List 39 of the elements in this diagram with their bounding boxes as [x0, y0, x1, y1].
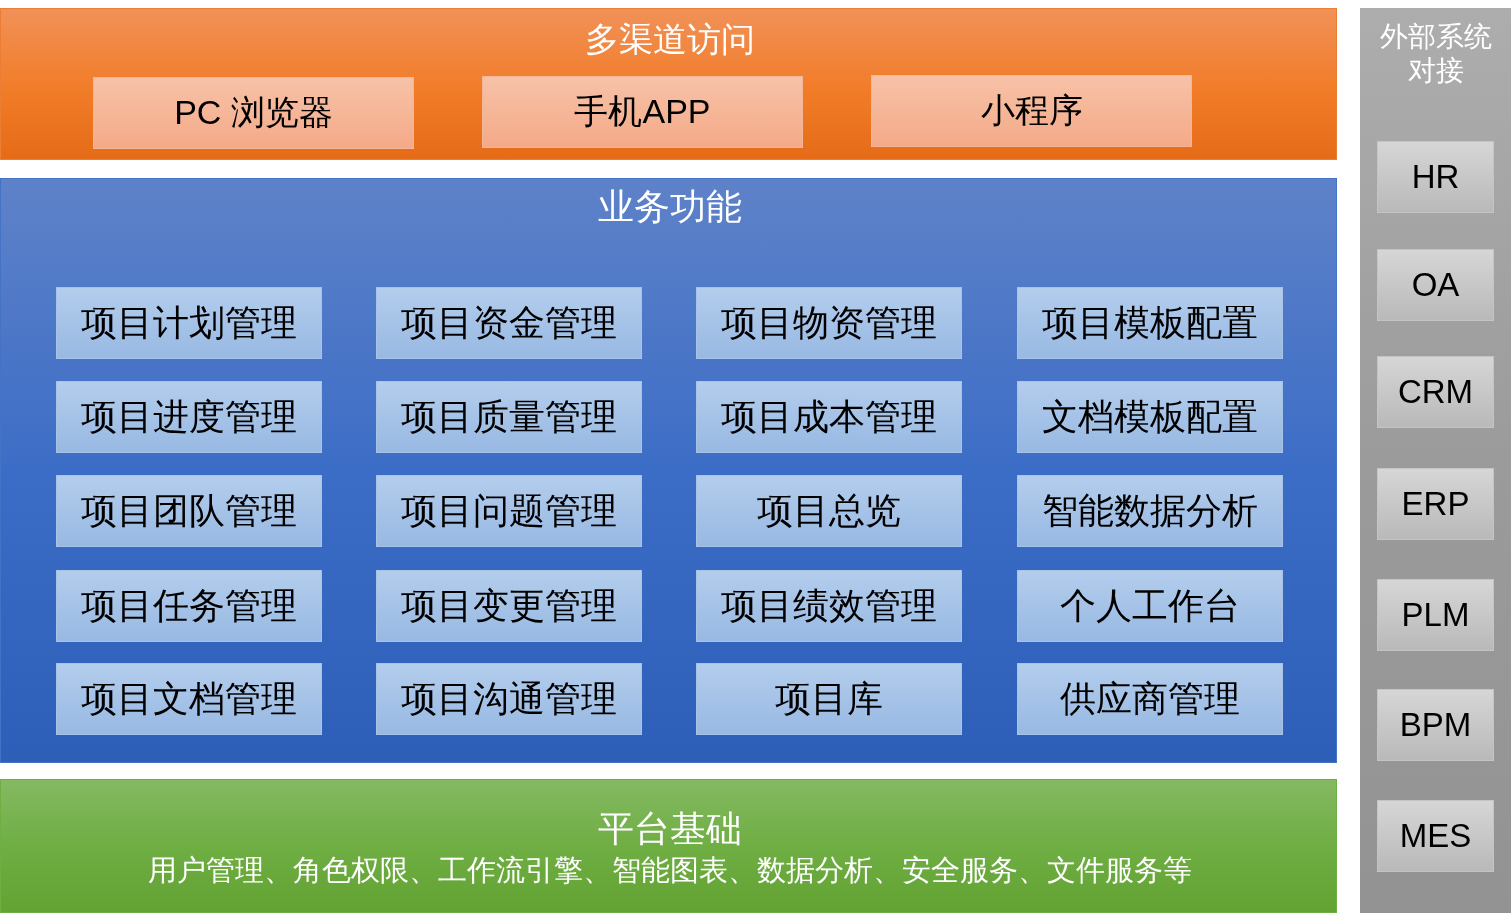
- layer-title: 平台基础: [596, 807, 743, 851]
- channel-box: PC 浏览器: [93, 77, 414, 149]
- feature-box: 智能数据分析: [1017, 475, 1283, 547]
- feature-box: 项目总览: [696, 475, 962, 547]
- layer-description: 用户管理、角色权限、工作流引擎、智能图表、数据分析、安全服务、文件服务等: [146, 853, 1193, 888]
- feature-box: 文档模板配置: [1017, 381, 1283, 453]
- feature-box: 项目模板配置: [1017, 287, 1283, 359]
- feature-box: 项目变更管理: [376, 570, 642, 642]
- channel-box: 小程序: [871, 75, 1192, 147]
- feature-box: 项目进度管理: [56, 381, 322, 453]
- system-box: PLM: [1377, 579, 1494, 651]
- feature-box: 项目计划管理: [56, 287, 322, 359]
- system-box: ERP: [1377, 468, 1494, 540]
- system-box: OA: [1377, 249, 1494, 321]
- feature-box: 项目沟通管理: [376, 663, 642, 735]
- layer-title: 多渠道访问: [583, 19, 756, 59]
- layer-title: 业务功能: [596, 185, 743, 229]
- channel-box: 手机APP: [482, 76, 803, 148]
- feature-box: 项目质量管理: [376, 381, 642, 453]
- feature-box: 项目问题管理: [376, 475, 642, 547]
- panel-title: 外部系统对接: [1378, 20, 1493, 88]
- system-box: MES: [1377, 800, 1494, 872]
- feature-box: 项目资金管理: [376, 287, 642, 359]
- layer-band: [0, 779, 1337, 913]
- system-box: CRM: [1377, 356, 1494, 428]
- system-box: BPM: [1377, 689, 1494, 761]
- feature-box: 项目库: [696, 663, 962, 735]
- feature-box: 项目成本管理: [696, 381, 962, 453]
- feature-box: 项目任务管理: [56, 570, 322, 642]
- feature-box: 项目文档管理: [56, 663, 322, 735]
- layer-band: [0, 178, 1337, 763]
- side-panel: [1360, 8, 1511, 913]
- system-box: HR: [1377, 141, 1494, 213]
- feature-box: 供应商管理: [1017, 663, 1283, 735]
- feature-box: 项目物资管理: [696, 287, 962, 359]
- layer-band: [0, 8, 1337, 160]
- feature-box: 个人工作台: [1017, 570, 1283, 642]
- feature-box: 项目绩效管理: [696, 570, 962, 642]
- feature-box: 项目团队管理: [56, 475, 322, 547]
